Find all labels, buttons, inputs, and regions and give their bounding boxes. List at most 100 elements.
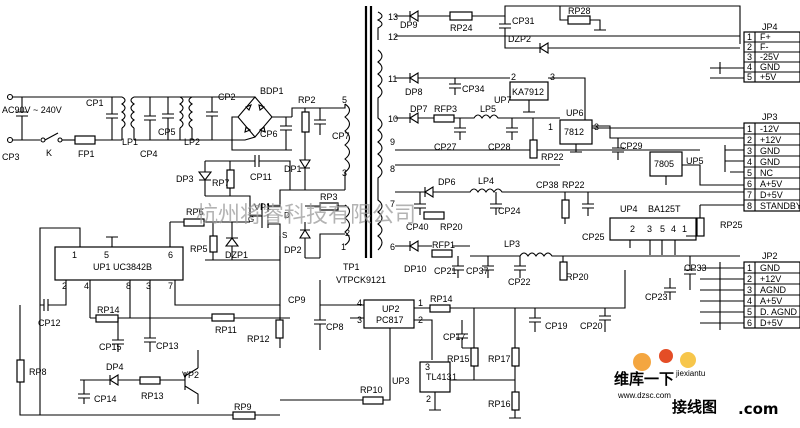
jp3-pin3-label: GND xyxy=(760,146,781,156)
up4-pin2: 2 xyxy=(630,224,635,234)
bdp1-label: BDP1 xyxy=(260,86,284,96)
rail-5v-standby: 7805 UP5 xyxy=(640,149,744,186)
resistor-rp22 xyxy=(529,139,538,159)
up3-pin1: 1 xyxy=(452,372,457,382)
resistor-rp15 xyxy=(470,347,479,367)
jp2-label: JP2 xyxy=(762,251,778,261)
rail-f-minus25: DP9 RP24 CP31 RP28 DZP2 xyxy=(400,5,741,54)
rp14b-label: RP14 xyxy=(430,294,453,304)
mosfet-vp1: VP1 G D S xyxy=(248,189,305,240)
jp2-pin2-label: +12V xyxy=(760,274,781,284)
resistor-rp17 xyxy=(511,347,520,367)
jp2-pin5-label: D. AGND xyxy=(760,307,798,317)
jp3-label: JP3 xyxy=(762,112,778,122)
resistor-rp25 xyxy=(696,217,705,237)
jp3-pin8-label: STANDBY xyxy=(760,201,800,211)
secondary-windings: 13 12 11 10 9 8 7 6 xyxy=(376,11,740,252)
up3-part-label: TL413 xyxy=(426,372,452,382)
dp10-label: DP10 xyxy=(404,264,427,274)
jp4-pin3-label: -25V xyxy=(760,52,779,62)
rp22-label: RP22 xyxy=(541,152,564,162)
logo-title: 维库一下 xyxy=(614,370,674,388)
up4-pin5: 5 xyxy=(660,224,665,234)
cp17-label: CP17 xyxy=(443,332,466,342)
tp1-pin11: 11 xyxy=(388,74,397,84)
resistor-rp13 xyxy=(139,376,161,385)
resistor-rp11 xyxy=(211,313,235,322)
up3-pin2: 2 xyxy=(426,394,431,404)
rfp1-label: RFP1 xyxy=(432,240,455,250)
rp8-label: RP8 xyxy=(29,367,47,377)
logo-badge-icon xyxy=(633,353,651,371)
rp5-label: RP5 xyxy=(190,244,208,254)
up1-pin1: 1 xyxy=(72,250,77,260)
cp3-label: CP3 xyxy=(2,152,20,162)
up1-pin7: 7 xyxy=(168,281,173,291)
tp1-pin6: 6 xyxy=(390,242,395,252)
up1-pin3: 3 xyxy=(146,281,151,291)
dp2-label: DP2 xyxy=(284,245,302,255)
up7-pin3: 3 xyxy=(550,72,555,82)
cp21-label: CP21 xyxy=(434,266,457,276)
tp1-pin5: 5 xyxy=(342,95,347,105)
up1-pin5: 5 xyxy=(104,250,109,260)
rp14-label: RP14 xyxy=(97,305,120,315)
cp22-label: CP22 xyxy=(508,277,531,287)
up4-pin1: 1 xyxy=(682,224,687,234)
up1-pin4: 4 xyxy=(84,281,89,291)
tp1-pin7: 7 xyxy=(390,199,395,209)
rp7-label: RP7 xyxy=(212,178,230,188)
cp38-label: CP38 xyxy=(536,180,559,190)
logo-site: jiexiantu xyxy=(675,369,705,378)
dp8-label: DP8 xyxy=(405,87,423,97)
jp2-pin4-label: A+5V xyxy=(760,296,782,306)
up2-pin1: 1 xyxy=(418,298,423,308)
tp1-pin1: 1 xyxy=(341,242,346,252)
connector-jp2: JP2 1 GND 2 +12V 3 AGND 4 A+5V 5 D. AGND… xyxy=(700,251,800,330)
jp3-pin4-label: GND xyxy=(760,157,781,167)
rp22b-label: RP22 xyxy=(562,180,585,190)
cp15-label: CP15 xyxy=(99,342,122,352)
jp3-pin7-label: D+5V xyxy=(760,190,783,200)
regulator-up3 xyxy=(419,361,451,393)
cp28-label: CP28 xyxy=(488,142,511,152)
regulator-up5 xyxy=(649,151,683,177)
jp2-pin2: 2 xyxy=(747,274,752,284)
up1-pin2: 2 xyxy=(62,281,67,291)
tp1-pin2: 2 xyxy=(345,228,350,238)
vp1-gate-label: G xyxy=(248,215,254,224)
jp2-pin4: 4 xyxy=(747,296,752,306)
resistor-rp16 xyxy=(511,391,520,411)
logo-ring-icon xyxy=(659,349,673,363)
jp4-pin1: 1 xyxy=(747,32,752,42)
up3-pin3: 3 xyxy=(425,362,430,372)
resistor-rp9 xyxy=(232,411,256,420)
tp1-pin13: 13 xyxy=(388,12,398,22)
jp3-pin3: 3 xyxy=(747,146,752,156)
rail-minus12: DP8 CP34 KA7912 UP7 2 3 xyxy=(405,72,744,129)
up2-part-label: PC817 xyxy=(376,315,404,325)
up4-pin3: 3 xyxy=(647,224,652,234)
watermark-text: 杭州将睿科技有限公司 xyxy=(196,203,416,228)
cp23-label: CP23 xyxy=(645,292,668,302)
rp11-label: RP11 xyxy=(215,325,237,335)
jp3-pin1: 1 xyxy=(747,124,752,134)
tp1-pin12: 12 xyxy=(388,32,398,42)
tp1-pin10: 10 xyxy=(388,114,398,124)
dp4-label: DP4 xyxy=(106,362,124,372)
up4-pin4: 4 xyxy=(671,224,676,234)
cp27-label: CP27 xyxy=(434,142,457,152)
cp8-label: CP8 xyxy=(326,322,344,332)
ic-up1 xyxy=(54,246,184,281)
fuse-fp1-label: FP1 xyxy=(78,149,95,159)
tp1-label: TP1 xyxy=(343,262,360,272)
jp3-pin2: 2 xyxy=(747,135,752,145)
dzp2-label: DZP2 xyxy=(508,34,531,44)
up5-part-label: 7805 xyxy=(654,159,674,169)
rp20-label: RP20 xyxy=(440,222,463,232)
primary-section: RP2 CP7 5 DP1 3 2 1 TP1 VTPCK9121 DP2 RP… xyxy=(170,6,386,285)
up7-label: UP7 xyxy=(494,95,512,105)
resistor-rp14b xyxy=(429,304,451,313)
rp17-label: RP17 xyxy=(488,354,511,364)
